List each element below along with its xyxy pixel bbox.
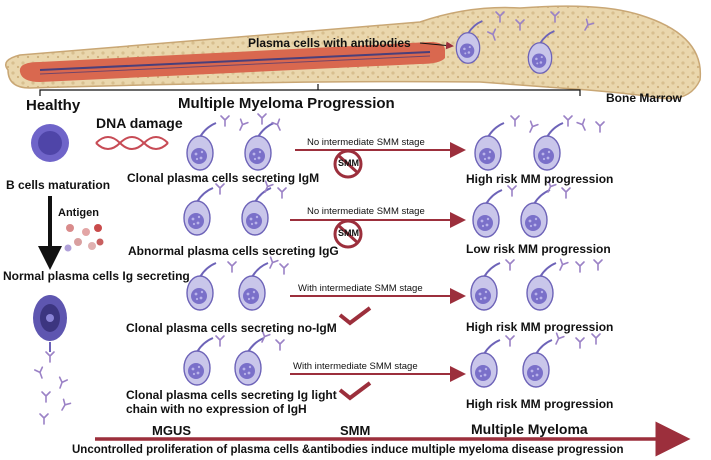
row1-right-label: High risk MM progression [466, 172, 614, 186]
row4-right-label: High risk MM progression [466, 397, 614, 411]
row3-right-label: High risk MM progression [466, 320, 614, 334]
row2-right-label: Low risk MM progression [466, 242, 611, 256]
row2-smm-text: SMM [338, 228, 359, 238]
row4-arrow-label: With intermediate SMM stage [293, 361, 418, 372]
row1-left-label: Clonal plasma cells secreting IgM [127, 171, 320, 185]
row2-arrow-label: No intermediate SMM stage [307, 206, 425, 217]
b-cells-label: B cells maturation [6, 178, 111, 192]
row1-arrow-label: No intermediate SMM stage [307, 137, 425, 148]
normal-plasma-label: Normal plasma cells Ig secreting [3, 269, 190, 283]
plasma-cells-label: Plasma cells with antibodies [248, 36, 411, 50]
multiple-myeloma-label: Multiple Myeloma [471, 421, 588, 437]
row4-left-label-line2: chain with no expression of IgH [126, 402, 307, 416]
row4-left-label-line1: Clonal plasma cells secreting Ig light [126, 388, 337, 402]
row2-left-label: Abnormal plasma cells secreting IgG [128, 244, 339, 258]
smm-label: SMM [340, 423, 371, 438]
row3-left-label: Clonal plasma cells secreting no-IgM [126, 321, 337, 335]
dna-damage-label: DNA damage [96, 115, 183, 131]
row1-smm-text: SMM [338, 158, 359, 168]
healthy-label: Healthy [26, 97, 81, 114]
antigen-label: Antigen [58, 207, 99, 219]
mgus-label: MGUS [152, 423, 191, 438]
bone-marrow-label: Bone Marrow [606, 91, 683, 105]
main-title: Multiple Myeloma Progression [178, 95, 395, 112]
row3-arrow-label: With intermediate SMM stage [298, 283, 423, 294]
bottom-caption: Uncontrolled proliferation of plasma cel… [72, 444, 624, 456]
